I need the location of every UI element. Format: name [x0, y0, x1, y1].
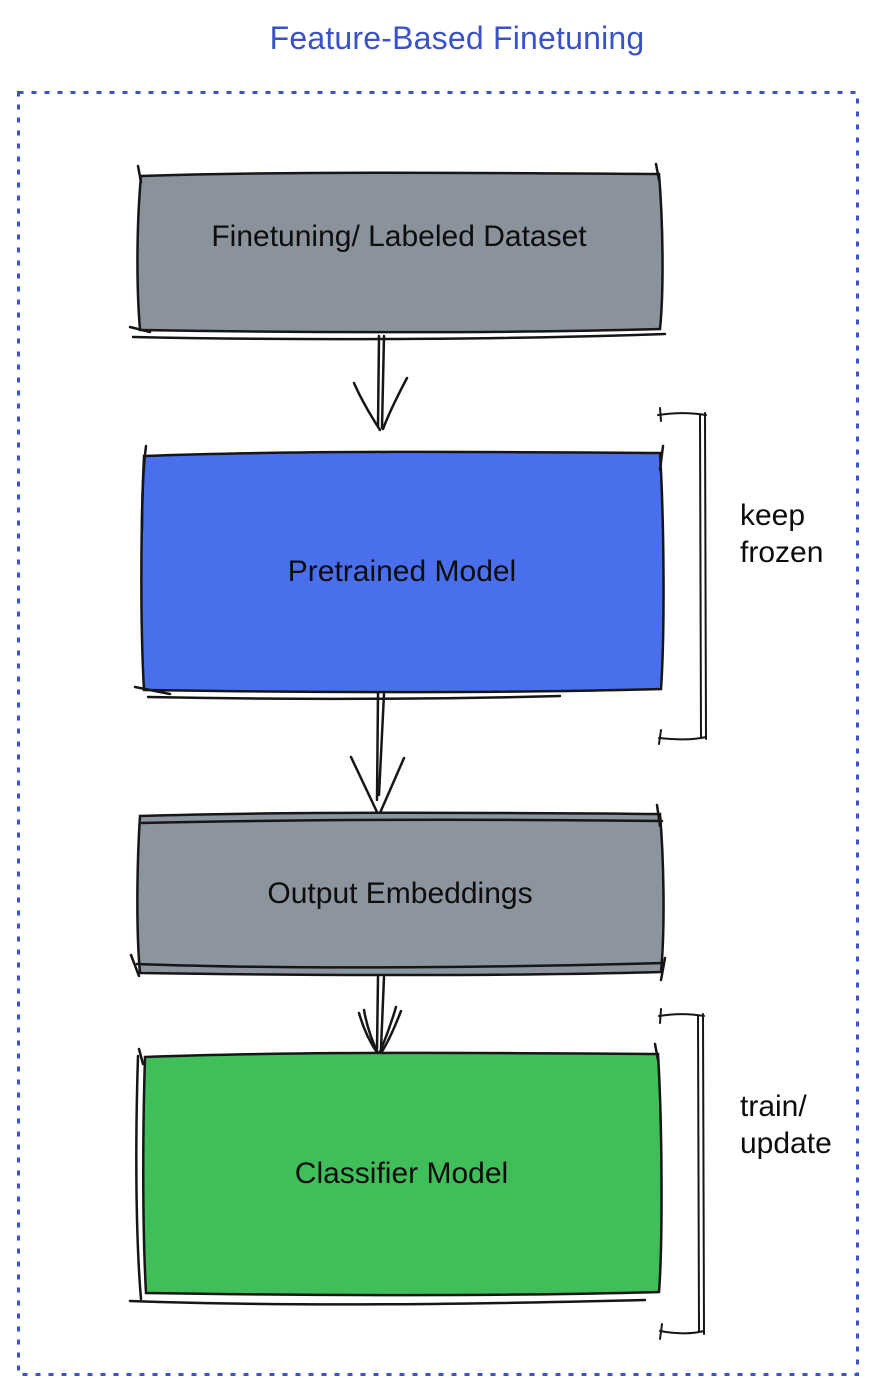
pretrained-box: Pretrained Model: [142, 453, 662, 691]
pretrained-box-label: Pretrained Model: [287, 555, 517, 588]
classifier-box-label: Classifier Model: [294, 1157, 509, 1190]
keep-frozen-label: keep frozen: [740, 499, 824, 569]
train-update-label: train/ update: [740, 1090, 832, 1160]
dataset-box-label: Finetuning/ Labeled Dataset: [211, 220, 587, 253]
embeddings-box-label: Output Embeddings: [267, 877, 533, 910]
arrow-down-icon: [352, 334, 409, 432]
page-title: Feature-Based Finetuning: [269, 20, 645, 56]
embeddings-box: Output Embeddings: [139, 814, 661, 974]
train-update-bracket: [658, 1008, 705, 1340]
arrow-down-icon: [349, 692, 406, 815]
classifier-box: Classifier Model: [143, 1054, 660, 1294]
arrow-down-icon: [357, 975, 403, 1056]
dataset-box: Finetuning/ Labeled Dataset: [139, 174, 659, 330]
keep-frozen-bracket: [657, 407, 707, 745]
